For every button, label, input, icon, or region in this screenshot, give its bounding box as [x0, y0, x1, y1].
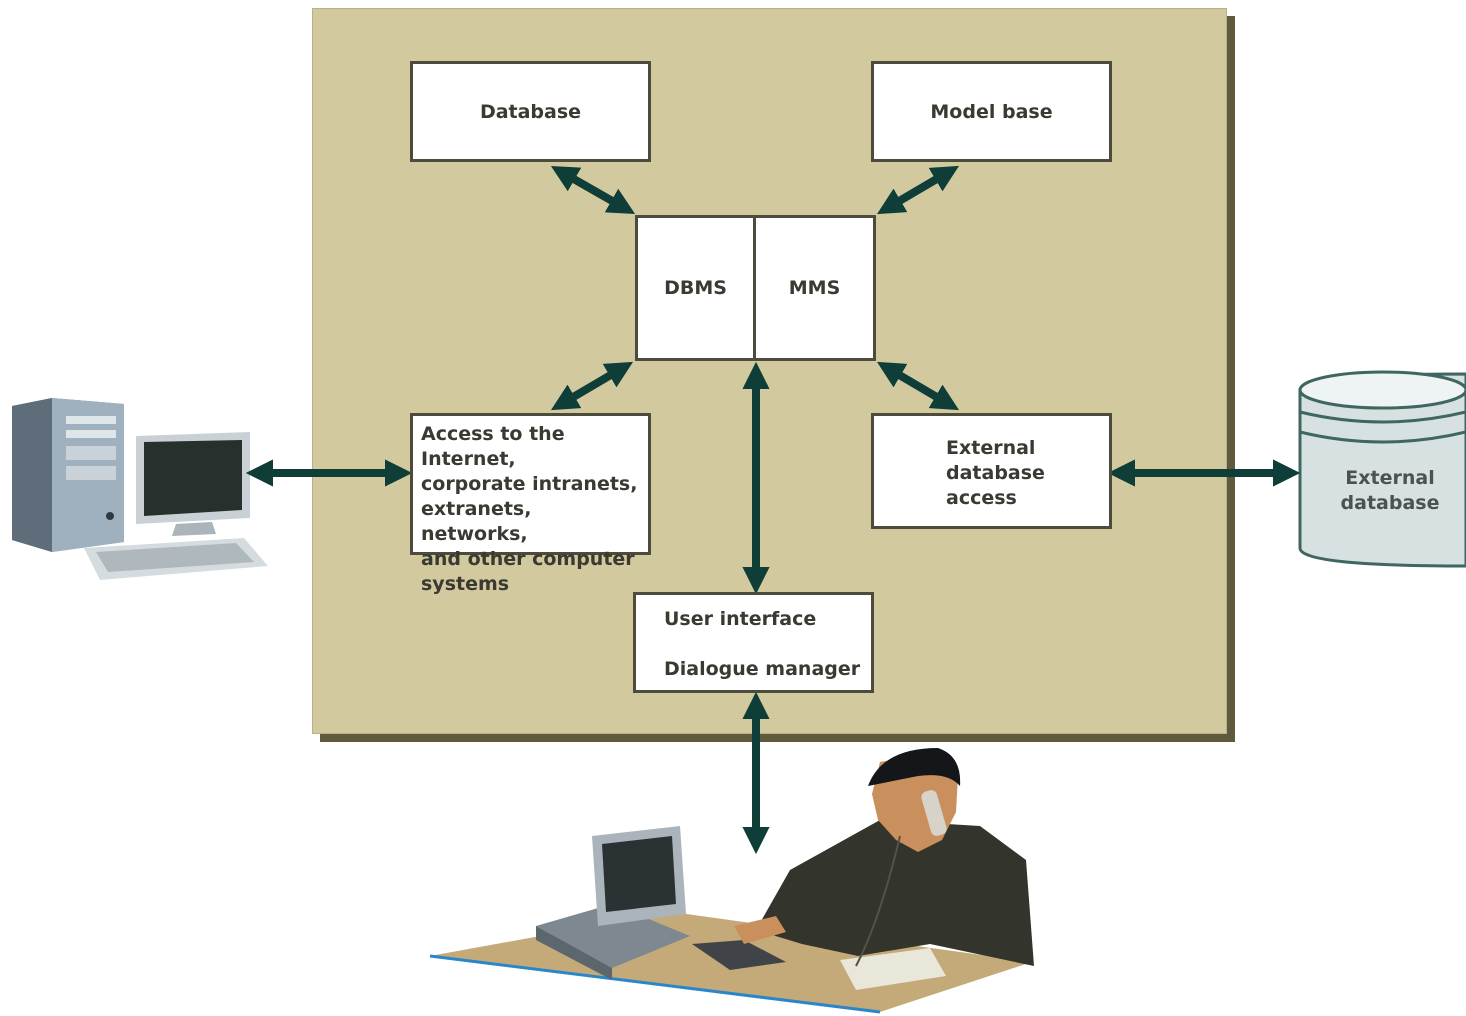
dbms-box: DBMS	[635, 215, 756, 361]
user-interface-label: User interface	[664, 608, 817, 630]
mms-box: MMS	[753, 215, 876, 361]
user-interface-box: User interface Dialogue manager	[633, 592, 874, 693]
ext-access-line: External	[946, 437, 1036, 459]
desktop-computer-icon	[12, 398, 268, 580]
model-base-box: Model base	[871, 61, 1112, 162]
access-line: Access to the Internet,	[421, 423, 565, 470]
external-database-access-box: External database access	[871, 413, 1112, 529]
access-line: corporate intranets,	[421, 473, 638, 495]
external-database-label: External database	[1318, 466, 1462, 516]
database-box: Database	[410, 61, 651, 162]
external-database-cylinder-icon	[1298, 370, 1466, 568]
ext-access-line: database	[946, 462, 1045, 484]
arrow-dbms-access	[550, 361, 634, 411]
ext-access-line: access	[946, 487, 1017, 509]
internet-access-box: Access to the Internet, corporate intran…	[410, 413, 651, 595]
external-database-line: External	[1345, 467, 1435, 489]
access-line: extranets, networks,	[421, 498, 532, 545]
arrow-database-dbms	[550, 165, 636, 215]
dbms-label: DBMS	[664, 277, 727, 299]
model-base-label: Model base	[930, 100, 1053, 123]
database-label: Database	[479, 100, 582, 123]
arrow-mms-external-access	[876, 361, 960, 411]
businessman-at-desk-icon	[429, 748, 1034, 1014]
arrow-modelbase-mms	[876, 165, 960, 215]
mms-label: MMS	[788, 277, 841, 299]
dialogue-manager-label: Dialogue manager	[664, 658, 861, 680]
access-line: systems	[421, 573, 510, 595]
external-database-line: database	[1340, 492, 1440, 514]
access-line: and other computer	[421, 548, 635, 570]
